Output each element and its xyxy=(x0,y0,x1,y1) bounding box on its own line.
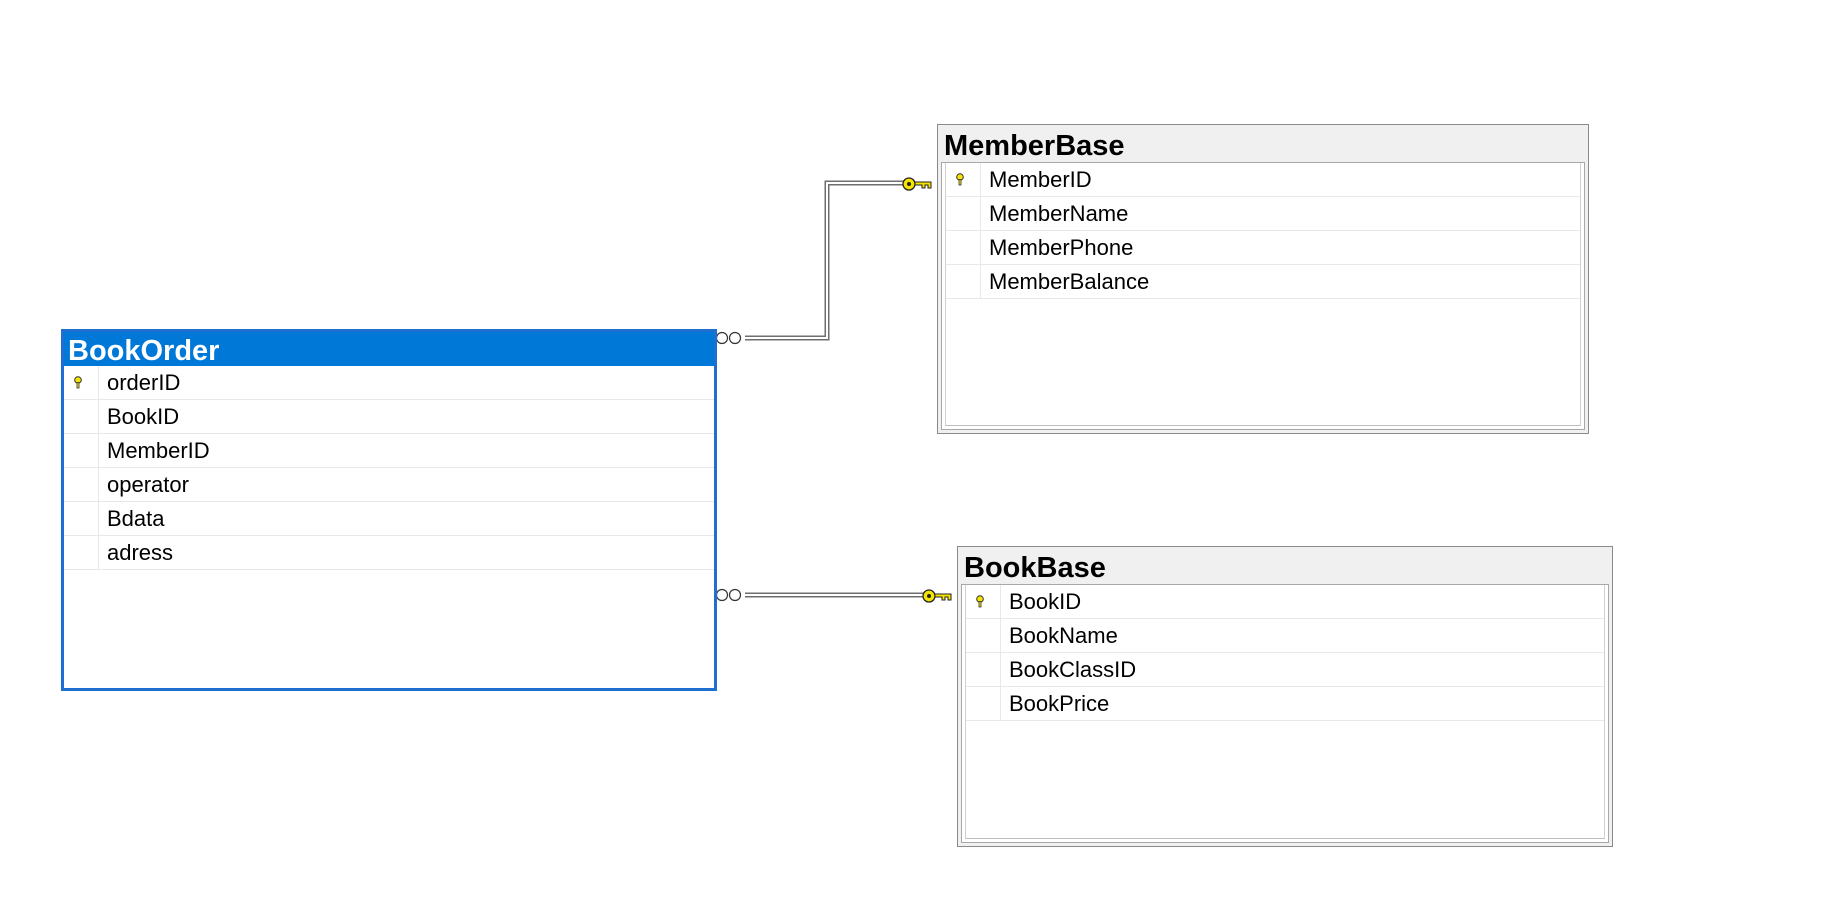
column-row[interactable]: MemberID xyxy=(946,163,1580,197)
column-row[interactable]: Bdata xyxy=(64,502,714,536)
column-name: MemberID xyxy=(107,438,210,463)
table-title: MemberBase xyxy=(944,130,1125,162)
column-row[interactable]: BookClassID xyxy=(966,653,1604,687)
column-name: MemberPhone xyxy=(989,235,1134,260)
column-list: BookID BookName BookClassID BookPrice xyxy=(965,585,1605,839)
column-row[interactable]: operator xyxy=(64,468,714,502)
column-row[interactable]: MemberPhone xyxy=(946,231,1580,265)
relationship-bookorder-memberbase[interactable] xyxy=(715,177,932,345)
column-row[interactable]: BookID xyxy=(966,585,1604,619)
column-name: MemberName xyxy=(989,201,1129,226)
table-title: BookBase xyxy=(964,552,1106,584)
table-memberbase[interactable]: MemberBase MemberID MemberName M xyxy=(937,124,1589,434)
many-end-icon xyxy=(715,331,742,345)
column-grid: orderID BookID MemberID operator Bdata xyxy=(64,366,714,688)
key-end-icon xyxy=(902,177,932,191)
column-name: BookClassID xyxy=(1009,657,1137,682)
column-name: BookID xyxy=(1009,589,1082,614)
column-row[interactable]: MemberName xyxy=(946,197,1580,231)
primary-key-icon xyxy=(956,173,964,186)
column-name: BookName xyxy=(1009,623,1118,648)
column-name: orderID xyxy=(107,370,181,395)
table-title: BookOrder xyxy=(68,335,220,367)
column-name: MemberBalance xyxy=(989,269,1150,294)
column-list: MemberID MemberName MemberPhone MemberBa… xyxy=(945,163,1581,426)
column-row[interactable]: orderID xyxy=(64,366,714,400)
column-name: operator xyxy=(107,472,189,497)
many-end-icon xyxy=(715,588,742,602)
column-row[interactable]: BookID xyxy=(64,400,714,434)
column-grid: MemberID MemberName MemberPhone MemberBa… xyxy=(941,162,1585,430)
column-grid: BookID BookName BookClassID BookPrice xyxy=(961,584,1609,843)
table-bookorder[interactable]: BookOrder orderID BookID MemberI xyxy=(61,329,717,691)
column-row[interactable]: MemberID xyxy=(64,434,714,468)
table-bookbase[interactable]: BookBase BookID BookName BookCla xyxy=(957,546,1613,847)
column-row[interactable]: adress xyxy=(64,536,714,570)
column-name: BookID xyxy=(107,404,180,429)
primary-key-icon xyxy=(976,595,984,608)
column-row[interactable]: BookName xyxy=(966,619,1604,653)
column-name: BookPrice xyxy=(1009,691,1110,716)
column-name: adress xyxy=(107,540,174,565)
key-end-icon xyxy=(922,589,952,603)
relationship-bookorder-bookbase[interactable] xyxy=(715,588,952,603)
column-list: orderID BookID MemberID operator Bdata xyxy=(64,366,714,688)
column-name: Bdata xyxy=(107,506,165,531)
column-row[interactable]: BookPrice xyxy=(966,687,1604,721)
column-name: MemberID xyxy=(989,167,1092,192)
primary-key-icon xyxy=(74,376,82,389)
column-row[interactable]: MemberBalance xyxy=(946,265,1580,299)
